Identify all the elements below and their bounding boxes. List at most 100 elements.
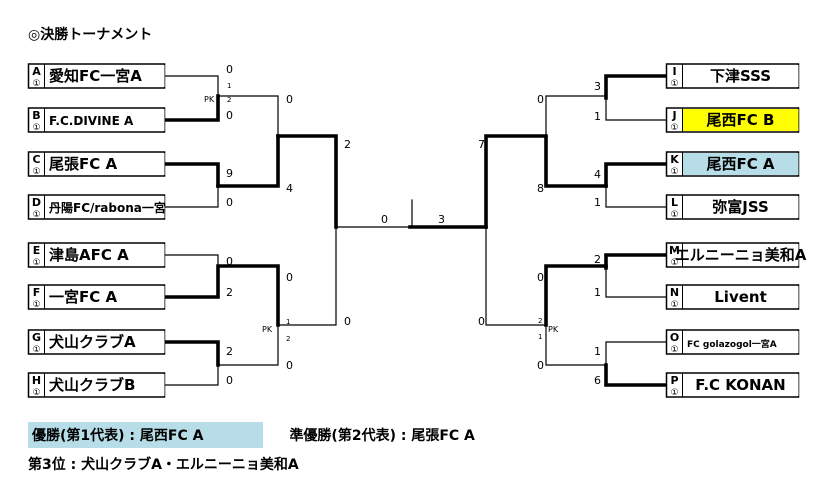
line-i [604, 74, 668, 100]
team-i: I① 下津SSS [665, 63, 800, 89]
pk-label-mnop: PK [548, 325, 559, 334]
team-name: FC golazogol一宮A [687, 338, 777, 350]
team-name-fill [683, 109, 799, 131]
team-name: Livent [714, 288, 767, 306]
line-kl [544, 136, 608, 188]
team-letter: J [671, 109, 676, 122]
team-seed: ① [32, 210, 40, 220]
score-kl: 8 [537, 182, 544, 195]
pk-score-a: 1 [227, 82, 231, 90]
team-letter: A [32, 65, 41, 78]
score-mnop: 0 [478, 315, 485, 328]
line-p [604, 363, 668, 387]
team-name-fill [45, 244, 165, 266]
team-name-fill [683, 374, 799, 396]
team-seed: ① [670, 79, 678, 89]
line-b [162, 94, 220, 122]
line-efgh [277, 224, 337, 326]
score-gh: 0 [286, 359, 293, 372]
team-name: エルニーニョ美和A [675, 246, 807, 264]
score-e: 0 [226, 255, 233, 268]
team-seed: ① [32, 79, 40, 89]
team-letter: P [670, 374, 678, 387]
team-seed: ① [670, 388, 678, 398]
team-name-fill [45, 196, 165, 218]
score-j: 1 [594, 110, 601, 123]
score-final-right: 3 [438, 213, 445, 226]
third-place-result: 第3位 : 犬山クラブA・エルニーニョ美和A [28, 457, 299, 473]
pk-score-efgh-bottom: 2 [286, 335, 290, 343]
team-name-fill [683, 65, 799, 87]
team-seed: ① [32, 167, 40, 177]
team-name: 下津SSS [710, 67, 771, 85]
score-i: 3 [594, 80, 601, 93]
line-e [163, 254, 219, 278]
score-mn: 0 [537, 271, 544, 284]
team-j: J① 尾西FC B [665, 107, 800, 133]
score-o: 1 [594, 345, 601, 358]
team-letter: I [672, 65, 676, 78]
team-name: 愛知FC一宮A [49, 67, 142, 85]
team-name-fill [45, 331, 165, 353]
team-name: F.C.DIVINE A [49, 114, 134, 128]
team-name-fill [683, 331, 799, 353]
score-ef: 0 [286, 271, 293, 284]
pk-label-efgh: PK [262, 325, 273, 334]
team-name-fill [683, 286, 799, 308]
team-seed: ① [32, 300, 40, 310]
line-abcd [276, 134, 338, 229]
score-g: 2 [226, 345, 233, 358]
line-j [605, 95, 667, 121]
team-name: 丹陽FC/rabona一宮 [49, 200, 166, 215]
team-letter: N [670, 286, 679, 299]
line-ab [217, 95, 279, 139]
team-seed: ① [32, 123, 40, 133]
team-d: D① 丹陽FC/rabona一宮 [27, 194, 166, 220]
line-o [605, 341, 667, 368]
line-k [604, 162, 668, 188]
score-op: 0 [537, 359, 544, 372]
team-name: 尾西FC B [707, 111, 775, 129]
team-seed: ① [32, 258, 40, 268]
score-final-left: 0 [381, 213, 388, 226]
line-gh [217, 324, 279, 366]
team-seed: ① [32, 388, 40, 398]
team-name: 津島AFC A [49, 246, 129, 264]
team-a: A① 愛知FC一宮A [27, 63, 166, 89]
pk-score-b: 2 [227, 96, 231, 104]
line-cd [216, 134, 280, 188]
team-name: 犬山クラブA [49, 333, 136, 351]
pk-score-efgh-top: 1 [286, 318, 290, 326]
team-letter: C [32, 153, 40, 166]
team-seed: ① [670, 300, 678, 310]
score-n: 1 [594, 286, 601, 299]
line-f [162, 264, 280, 327]
team-seed: ① [670, 167, 678, 177]
score-f: 2 [226, 286, 233, 299]
score-p: 6 [594, 374, 601, 387]
bracket-lines [162, 74, 668, 387]
team-letter: H [32, 374, 41, 387]
team-letter: F [33, 286, 41, 299]
team-name-fill [45, 374, 165, 396]
team-name: 尾西FC A [706, 155, 774, 173]
score-l: 1 [594, 196, 601, 209]
line-h [163, 362, 219, 386]
line-d [163, 183, 219, 208]
team-letter: D [32, 196, 41, 209]
team-seed: ① [670, 123, 678, 133]
